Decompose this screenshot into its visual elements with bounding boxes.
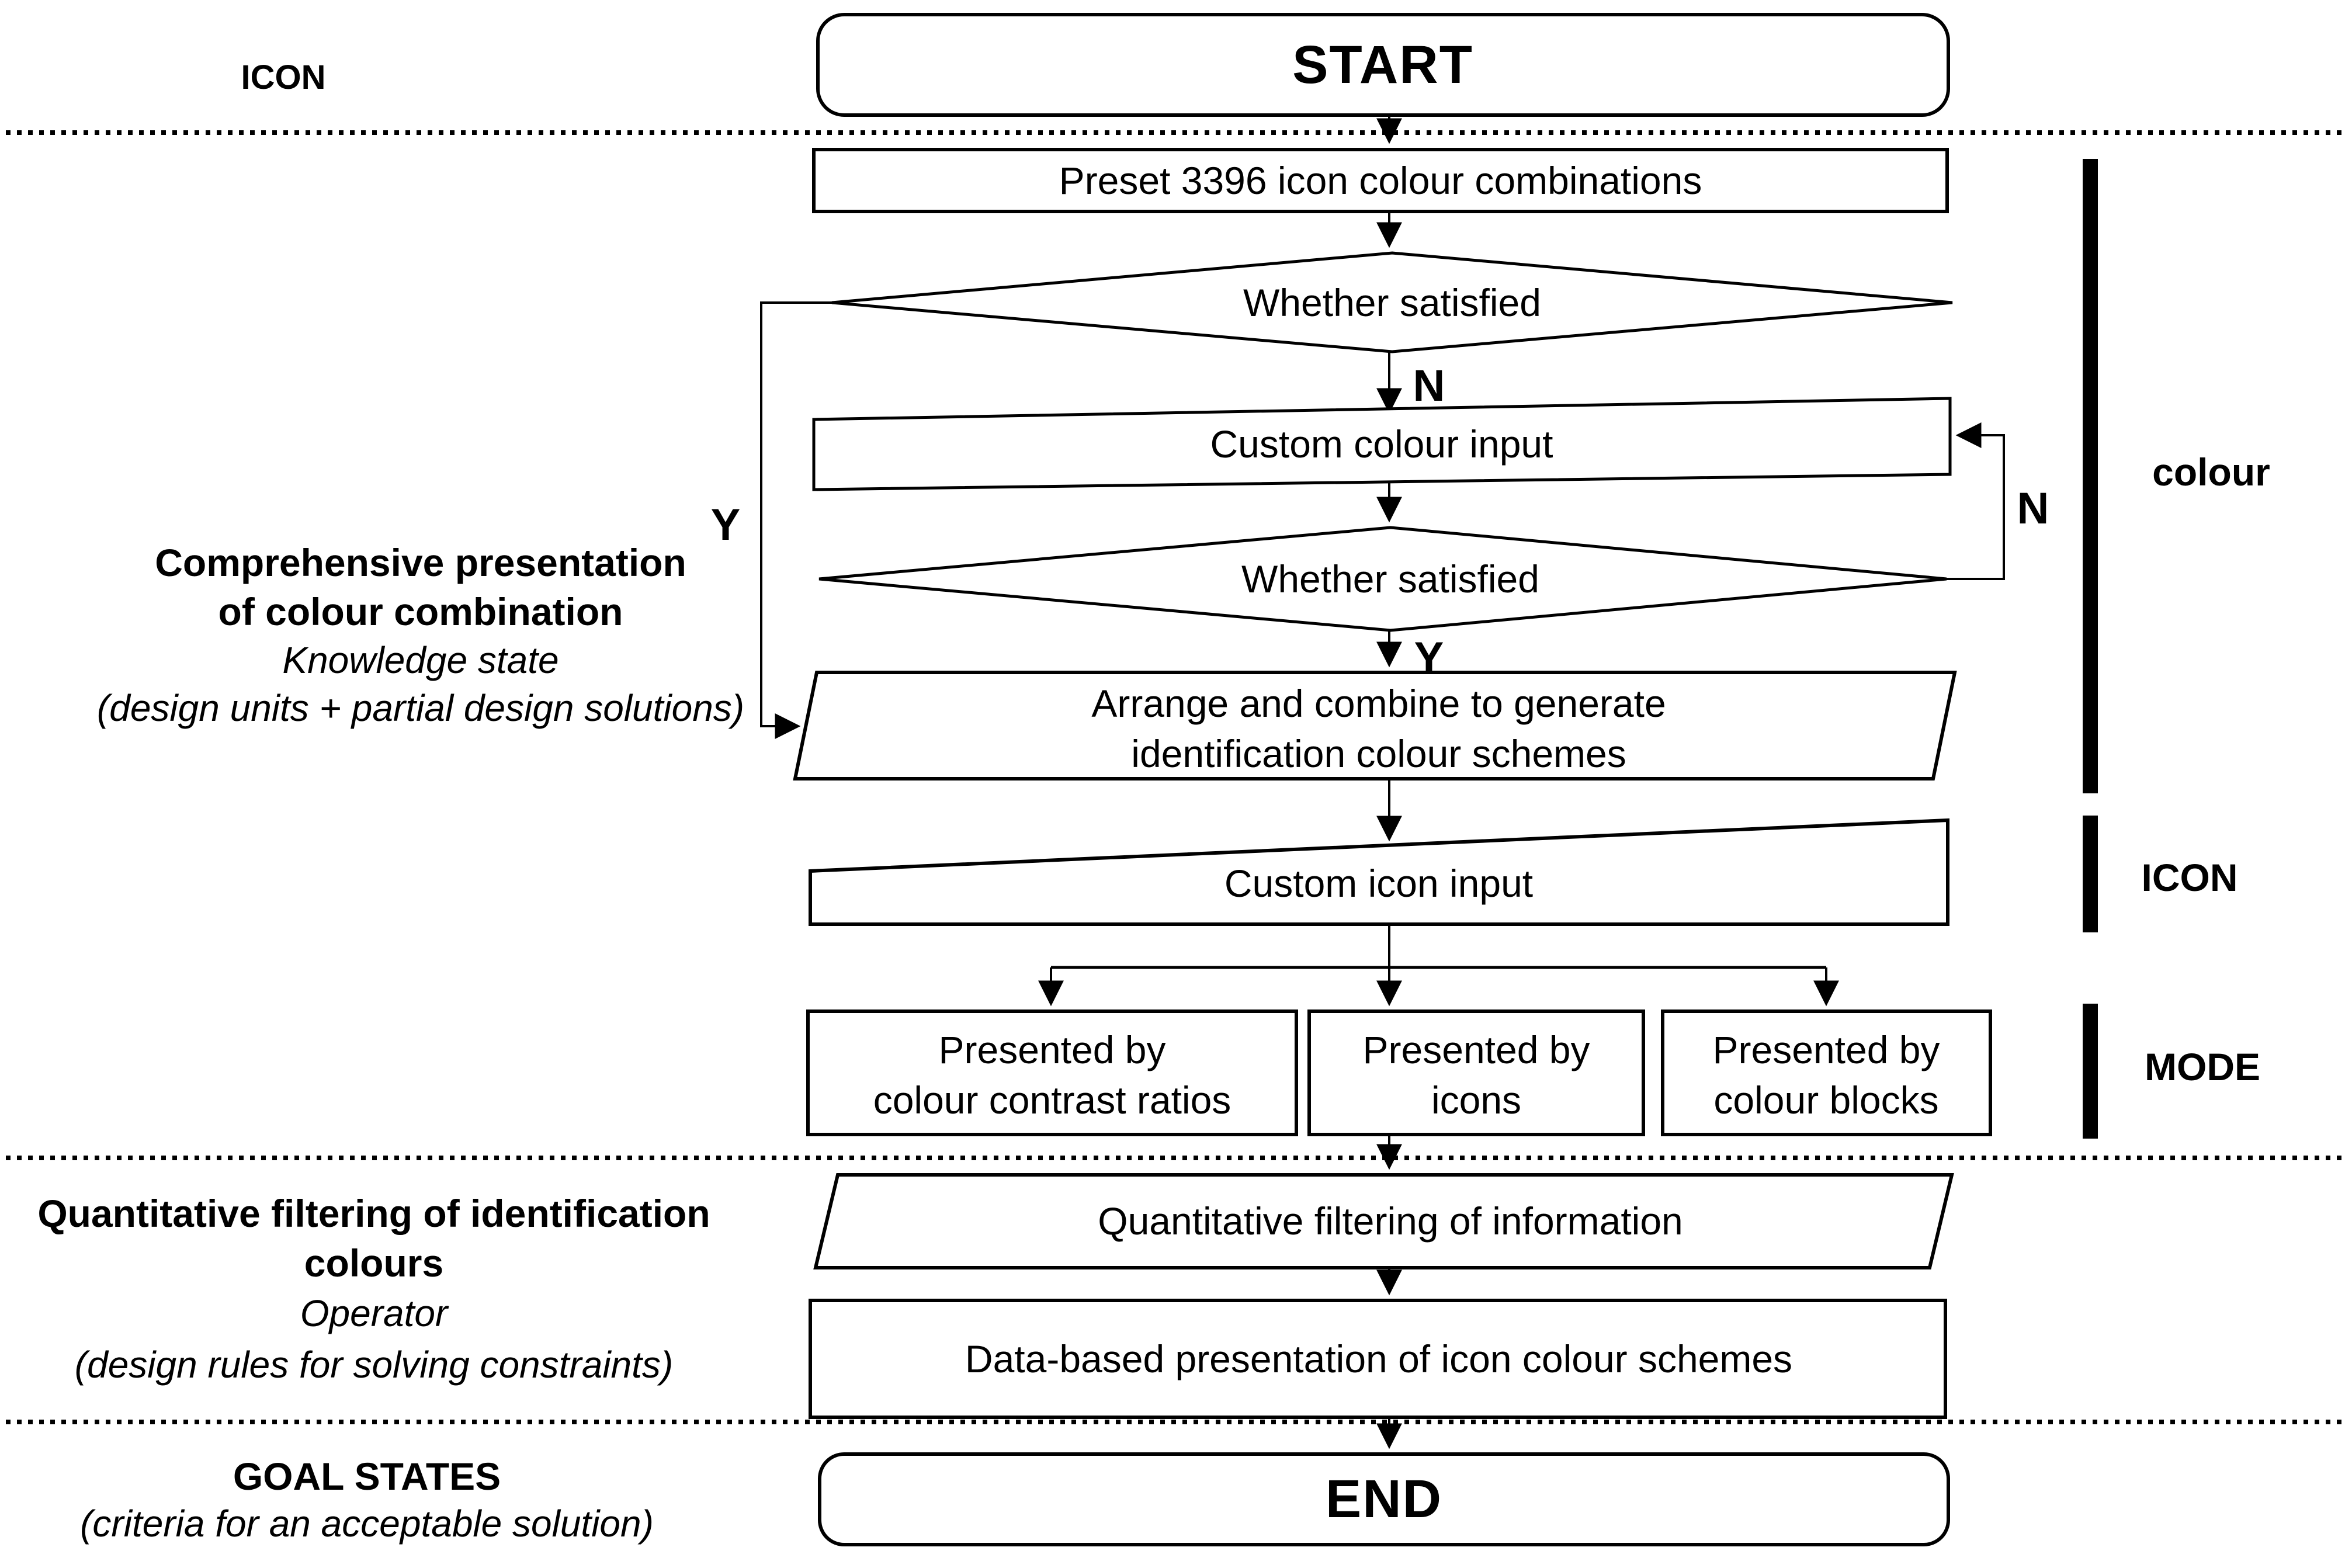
filtering-parallelogram (813, 1173, 1954, 1269)
preset-label: Preset 3396 icon colour combinations (1059, 159, 1702, 202)
branch-label-y2: Y (1414, 633, 1444, 683)
branch-label-n1: N (1413, 361, 1445, 411)
branch-label-y1: Y (710, 500, 741, 550)
custom-icon-node (809, 818, 1949, 926)
goal-label-line2: (criteria for an acceptable solution) (80, 1503, 654, 1545)
icon-top-label: ICON (241, 58, 326, 96)
filtering-label: Quantitative filtering of information (1098, 1199, 1683, 1243)
knowledge-label-line2: of colour combination (218, 590, 623, 633)
start-node (816, 13, 1950, 117)
branch-label-n2: N (2017, 484, 2049, 533)
decision2-diamond (818, 526, 1947, 632)
data-based-label: Data-based presentation of icon colour s… (965, 1337, 1793, 1380)
mode1-label-line1: Presented by (938, 1028, 1166, 1071)
start-label: START (1292, 35, 1473, 95)
custom-colour-label: Custom colour input (1210, 422, 1553, 466)
end-node (818, 1452, 1950, 1546)
operator-label-line3: Operator (300, 1292, 448, 1334)
icon-section-label: ICON (2141, 856, 2238, 899)
decision2-label: Whether satisfied (1241, 557, 1539, 601)
operator-label-line2: colours (304, 1241, 444, 1285)
arrange-parallelogram (793, 671, 1957, 780)
knowledge-label-line1: Comprehensive presentation (155, 541, 686, 584)
preset-node (812, 148, 1949, 213)
knowledge-label-line4: (design units + partial design solutions… (96, 687, 745, 729)
data-based-node (809, 1299, 1947, 1419)
mode-section-label: MODE (2145, 1045, 2260, 1088)
mode2-label-line2: icons (1431, 1078, 1522, 1122)
mode2-label-line1: Presented by (1362, 1028, 1590, 1071)
mode3-label-line2: colour blocks (1713, 1078, 1939, 1122)
loop-no-decision2-to-custom-colour (1947, 422, 2005, 580)
colour-section-label: colour (2152, 450, 2270, 494)
mode2-node (1307, 1010, 1645, 1136)
end-label: END (1325, 1469, 1443, 1529)
operator-label-line4: (design rules for solving constraints) (74, 1344, 674, 1386)
mode3-label-line1: Presented by (1712, 1028, 1940, 1071)
arrange-label-line2: identification colour schemes (1131, 732, 1626, 775)
decision1-label: Whether satisfied (1243, 281, 1541, 324)
arrange-label-line1: Arrange and combine to generate (1091, 682, 1666, 725)
mode1-label-line2: colour contrast ratios (873, 1078, 1231, 1122)
goal-label-line1: GOAL STATES (233, 1455, 501, 1498)
knowledge-label-line3: Knowledge state (282, 639, 559, 681)
mode3-node (1661, 1010, 1992, 1136)
custom-icon-label: Custom icon input (1224, 862, 1534, 905)
decision1-diamond (831, 251, 1953, 353)
mode1-node (806, 1010, 1298, 1136)
operator-label-line1: Quantitative filtering of identification (37, 1192, 710, 1235)
loop-yes-decision1-to-arrange (760, 301, 832, 739)
custom-colour-node (812, 397, 1952, 491)
